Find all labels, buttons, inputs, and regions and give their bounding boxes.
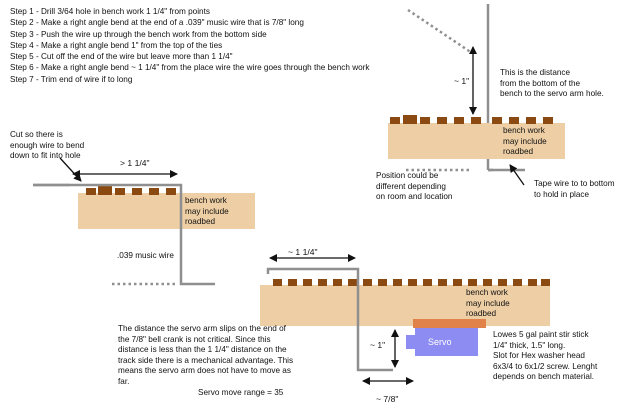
step-1: Step 1 - Drill 3/64 hole in bench work 1… [10, 7, 210, 16]
left-bench-block [78, 193, 255, 229]
servo-shaft [406, 335, 415, 349]
step-2: Step 2 - Make a right angle bend at the … [10, 18, 304, 28]
bottom-bench-label: bench work may include roadbed [466, 288, 510, 318]
bottom-wire [266, 267, 393, 372]
left-cut-pointer [59, 157, 82, 182]
right-ties [390, 115, 553, 124]
bottom-top-dimension-label: ~ 1 1/4" [288, 247, 318, 257]
right-bench-block [388, 123, 565, 159]
step-3: Step 3 - Push the wire up through the be… [10, 29, 267, 39]
music-wire-label: .039 music wire [117, 251, 174, 260]
servo-distance-note: The distance the servo arm slips on the … [118, 324, 294, 386]
servo-range-label: Servo move range = 35 [198, 388, 284, 397]
bottom-bottom-dimension-label: ~ 7/8" [376, 394, 399, 404]
left-ties [86, 186, 176, 195]
step-4: Step 4 - Make a right angle bend 1" from… [10, 40, 223, 50]
left-wire [33, 183, 215, 286]
bottom-bench-block [260, 285, 550, 326]
left-dimension-label: > 1 1/4" [120, 158, 150, 168]
bottom-side-dimension-label: ~ 1" [370, 340, 386, 350]
right-tape-pointer [509, 164, 525, 186]
left-bench-label: bench work may include roadbed [185, 196, 229, 226]
distance-note: This is the distance from the bottom of … [500, 68, 604, 99]
right-dotted-arm [407, 8, 473, 55]
right-dimension-label: ~ 1" [454, 76, 470, 86]
step-6: Step 6 - Make a right angle bend ~ 1 1/4… [10, 63, 370, 73]
servo-label: Servo [428, 337, 452, 347]
servo-body [415, 328, 478, 356]
right-bench-label: bench work may include roadbed [503, 126, 547, 156]
stir-stick-note: Lowes 5 gal paint stir stick 1/4" thick,… [493, 330, 598, 382]
step-list: Step 1 - Drill 3/64 hole in bench work 1… [10, 6, 370, 85]
tape-note: Tape wire to to bottom to hold in place [534, 179, 615, 199]
step-5: Step 5 - Cut off the end of the wire but… [10, 52, 233, 62]
position-note: Position could be different depending on… [376, 171, 453, 202]
cut-note: Cut so there is enough wire to bend down… [10, 130, 85, 161]
bottom-ties [273, 279, 550, 286]
step-7: Step 7 - Trim end of wire if to long [10, 74, 133, 84]
stir-stick [413, 319, 486, 328]
